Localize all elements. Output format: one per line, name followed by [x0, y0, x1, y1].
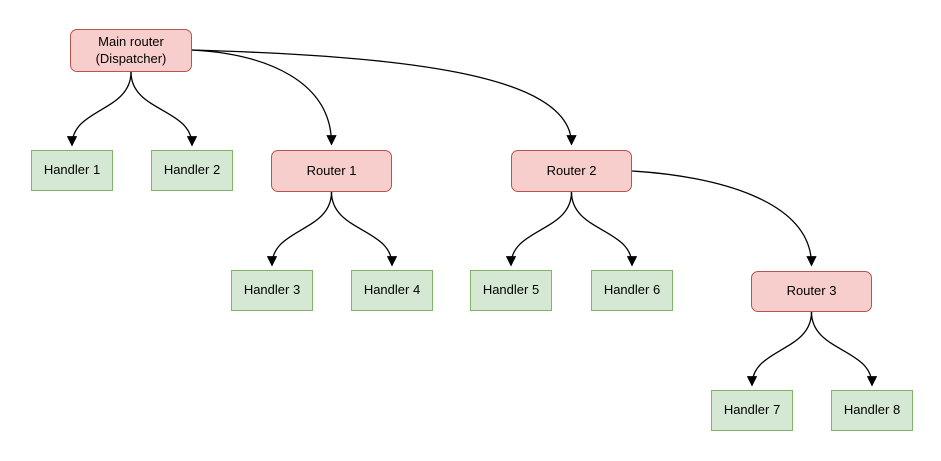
- node-router-2: Router 2: [511, 150, 632, 192]
- edge-router-2-to-router-3: [631, 170, 817, 267]
- node-handler-3: Handler 3: [231, 270, 313, 311]
- edge-main-router-to-router-2: [191, 49, 577, 146]
- edge-router-3-to-handler-8: [810, 311, 878, 387]
- edge-router-1-to-handler-3: [266, 191, 333, 267]
- edge-router-2-to-handler-6: [570, 191, 638, 267]
- edge-main-router-to-router-1: [191, 49, 337, 146]
- node-main-router: Main router (Dispatcher): [70, 29, 192, 72]
- node-router-3: Router 3: [751, 271, 872, 312]
- node-handler-4: Handler 4: [351, 270, 433, 311]
- node-router-1: Router 1: [271, 150, 392, 192]
- edge-main-router-to-handler-1: [66, 71, 132, 147]
- node-handler-1: Handler 1: [31, 150, 113, 191]
- node-handler-2: Handler 2: [151, 150, 233, 191]
- node-handler-7: Handler 7: [711, 390, 793, 431]
- node-handler-8: Handler 8: [831, 390, 913, 431]
- node-handler-6: Handler 6: [591, 270, 673, 311]
- edge-router-2-to-handler-5: [505, 191, 573, 267]
- edge-router-3-to-handler-7: [746, 311, 813, 387]
- edge-main-router-to-handler-2: [130, 71, 198, 147]
- node-handler-5: Handler 5: [470, 270, 552, 311]
- edge-router-1-to-handler-4: [330, 191, 398, 267]
